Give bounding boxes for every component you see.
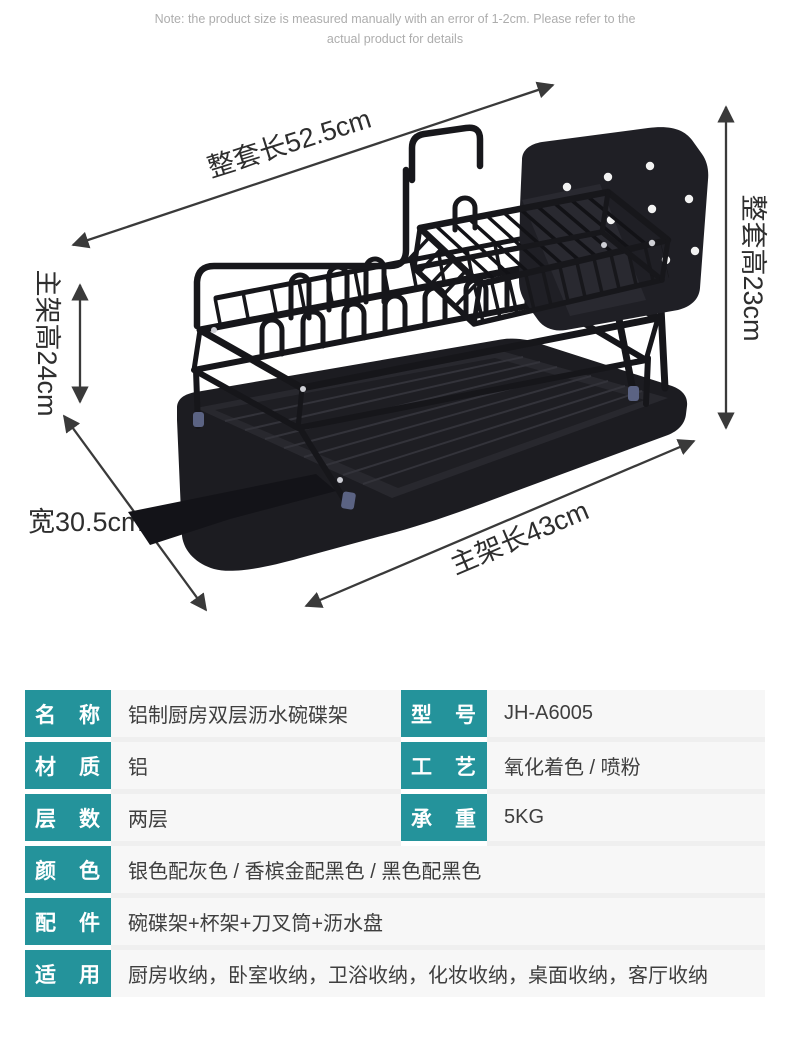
spec-label-usage: 适 用 [25,950,111,997]
dimension-label-total-height: 整套高23cm [738,194,768,341]
spec-table: 名 称 铝制厨房双层沥水碗碟架 型 号 JH-A6005 材 质 铝 工 艺 氧… [25,690,765,1002]
dimension-label-total-length: 整套长52.5cm [204,104,375,184]
spec-label-process: 工 艺 [401,742,487,789]
spec-label-tiers: 层 数 [25,794,111,841]
spec-value-color: 银色配灰色 / 香槟金配黑色 / 黑色配黑色 [111,846,765,898]
upper-basket [193,124,672,330]
dimension-label-width: 宽30.5cm [28,507,144,537]
spec-value-tiers: 两层 [111,794,401,846]
spec-label-color: 颜 色 [25,846,111,893]
spec-label-load: 承 重 [401,794,487,841]
note-text: Note: the product size is measured manua… [0,9,790,49]
dimension-label-main-height: 主架高24cm [32,269,62,416]
spec-row-accessories: 配 件 碗碟架+杯架+刀叉筒+沥水盘 [25,898,765,950]
note-line-2: actual product for details [326,32,464,46]
dimension-arrows [62,81,735,612]
spec-value-load: 5KG [487,794,765,846]
spec-label-material: 材 质 [25,742,111,789]
spec-row-material-process: 材 质 铝 工 艺 氧化着色 / 喷粉 [25,742,765,794]
basket-floor-wires [433,194,649,282]
feet-and-rivets [193,239,656,510]
dimension-arrow-main-length [304,439,696,608]
spec-label-accessories: 配 件 [25,898,111,945]
dimension-arrow-total-length [71,81,555,249]
spec-value-name: 铝制厨房双层沥水碗碟架 [111,690,401,742]
spec-value-material: 铝 [111,742,401,794]
spec-label-model: 型 号 [401,690,487,737]
spec-row-name-model: 名 称 铝制厨房双层沥水碗碟架 型 号 JH-A6005 [25,690,765,742]
lower-rack [191,229,662,509]
cutlery-holder [519,127,709,331]
drain-spout [128,474,336,545]
spec-value-usage: 厨房收纳，卧室收纳，卫浴收纳，化妆收纳，桌面收纳，客厅收纳 [111,950,765,997]
spec-value-accessories: 碗碟架+杯架+刀叉筒+沥水盘 [111,898,765,950]
product-illustration: 整套长52.5cm 整套高23cm 主架高24cm 宽30.5cm 主架长43c… [28,81,768,612]
note-line-1: Note: the product size is measured manua… [154,12,636,26]
spec-row-usage: 适 用 厨房收纳，卧室收纳，卫浴收纳，化妆收纳，桌面收纳，客厅收纳 [25,950,765,1002]
spec-label-name: 名 称 [25,690,111,737]
spec-value-process: 氧化着色 / 喷粉 [487,742,765,794]
spec-row-tiers-load: 层 数 两层 承 重 5KG [25,794,765,846]
drip-tray [128,338,688,571]
left-support-frame [193,166,410,330]
spec-value-model: JH-A6005 [487,690,765,742]
basket-handle [408,124,484,184]
spec-row-color: 颜 色 银色配灰色 / 香槟金配黑色 / 黑色配黑色 [25,846,765,898]
